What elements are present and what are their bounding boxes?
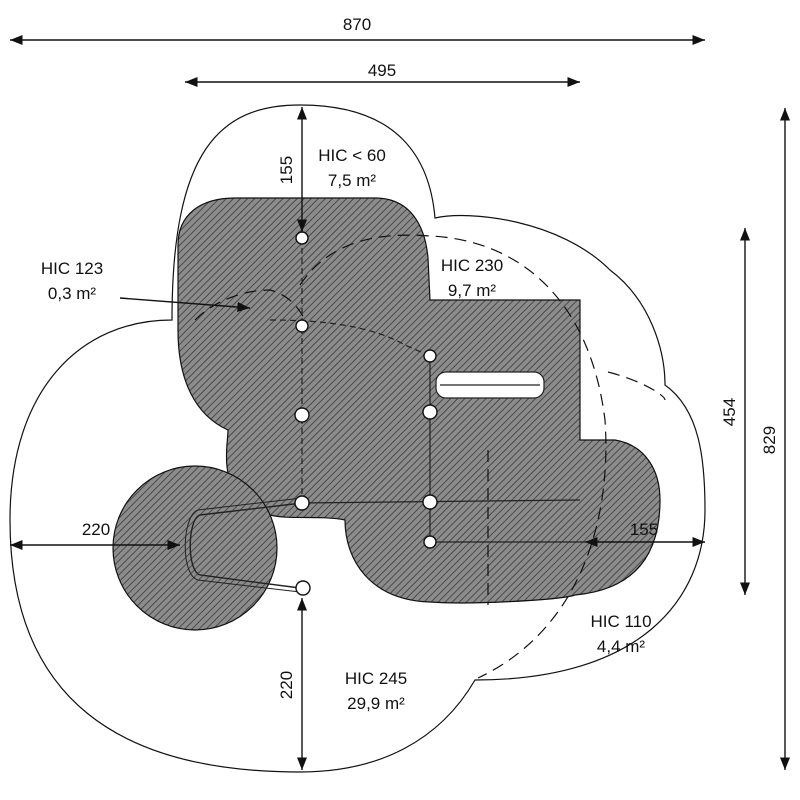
zone-hic-label: HIC 245 (345, 669, 407, 688)
zone-hic-230: HIC 230 9,7 m² (441, 256, 503, 300)
dim-right-clearance-label: 155 (630, 520, 658, 539)
horizontal-beam-mid (301, 499, 581, 504)
hic-230-boundary (299, 234, 607, 679)
zone-hic-245: HIC 245 29,9 m² (345, 669, 407, 713)
dim-bottom-clearance-label: 220 (277, 671, 296, 699)
post (422, 494, 438, 510)
dim-inner-height-label: 454 (720, 398, 739, 426)
zone-area-label: 0,3 m² (48, 284, 97, 303)
post (422, 404, 438, 420)
zone-area-label: 29,9 m² (347, 694, 405, 713)
dim-overall-width-label: 870 (343, 15, 371, 34)
hic-zone-boundaries (194, 234, 666, 679)
zone-hic-label: HIC 110 (590, 612, 651, 631)
post (295, 231, 309, 245)
hic-zone-labels: HIC < 60 7,5 m² HIC 123 0,3 m² HIC 230 9… (41, 146, 652, 713)
slide-platform-footprint (112, 465, 278, 631)
post (423, 349, 437, 363)
hic-110-boundary (607, 371, 666, 401)
post (295, 580, 311, 596)
post (294, 407, 310, 423)
dim-inner-width-label: 495 (368, 61, 396, 80)
dim-top-clearance-label: 155 (277, 156, 296, 184)
posts (294, 231, 438, 596)
equipment-footprint (112, 197, 661, 631)
zone-hic-110: HIC 110 4,4 m² (590, 612, 651, 656)
zone-hic-123: HIC 123 0,3 m² (41, 259, 103, 303)
dim-overall-height-label: 829 (760, 426, 779, 454)
structure-lines (184, 238, 585, 593)
dimension-lines (10, 34, 791, 770)
dim-left-clearance-label: 220 (82, 520, 110, 539)
post (294, 495, 310, 511)
roof-ridge-line (269, 319, 431, 357)
hic-123-boundary (194, 289, 306, 321)
zone-hic-label: HIC 123 (41, 259, 103, 278)
zone-hic-label: HIC < 60 (318, 146, 386, 165)
zone-hic-60: HIC < 60 7,5 m² (318, 146, 386, 190)
zone-area-label: 7,5 m² (328, 171, 377, 190)
post (423, 535, 437, 549)
hic-123-leader-line (119, 297, 251, 313)
zone-hic-label: HIC 230 (441, 256, 503, 275)
slide-chute (189, 502, 303, 589)
zone-area-label: 4,4 m² (597, 637, 646, 656)
dimension-labels: 870 495 155 220 155 220 454 829 (82, 15, 779, 699)
outer-safety-zone-outline (9, 104, 706, 773)
zone-area-label: 9,7 m² (448, 281, 497, 300)
post (295, 319, 309, 333)
slide-chute-inner (184, 497, 303, 593)
